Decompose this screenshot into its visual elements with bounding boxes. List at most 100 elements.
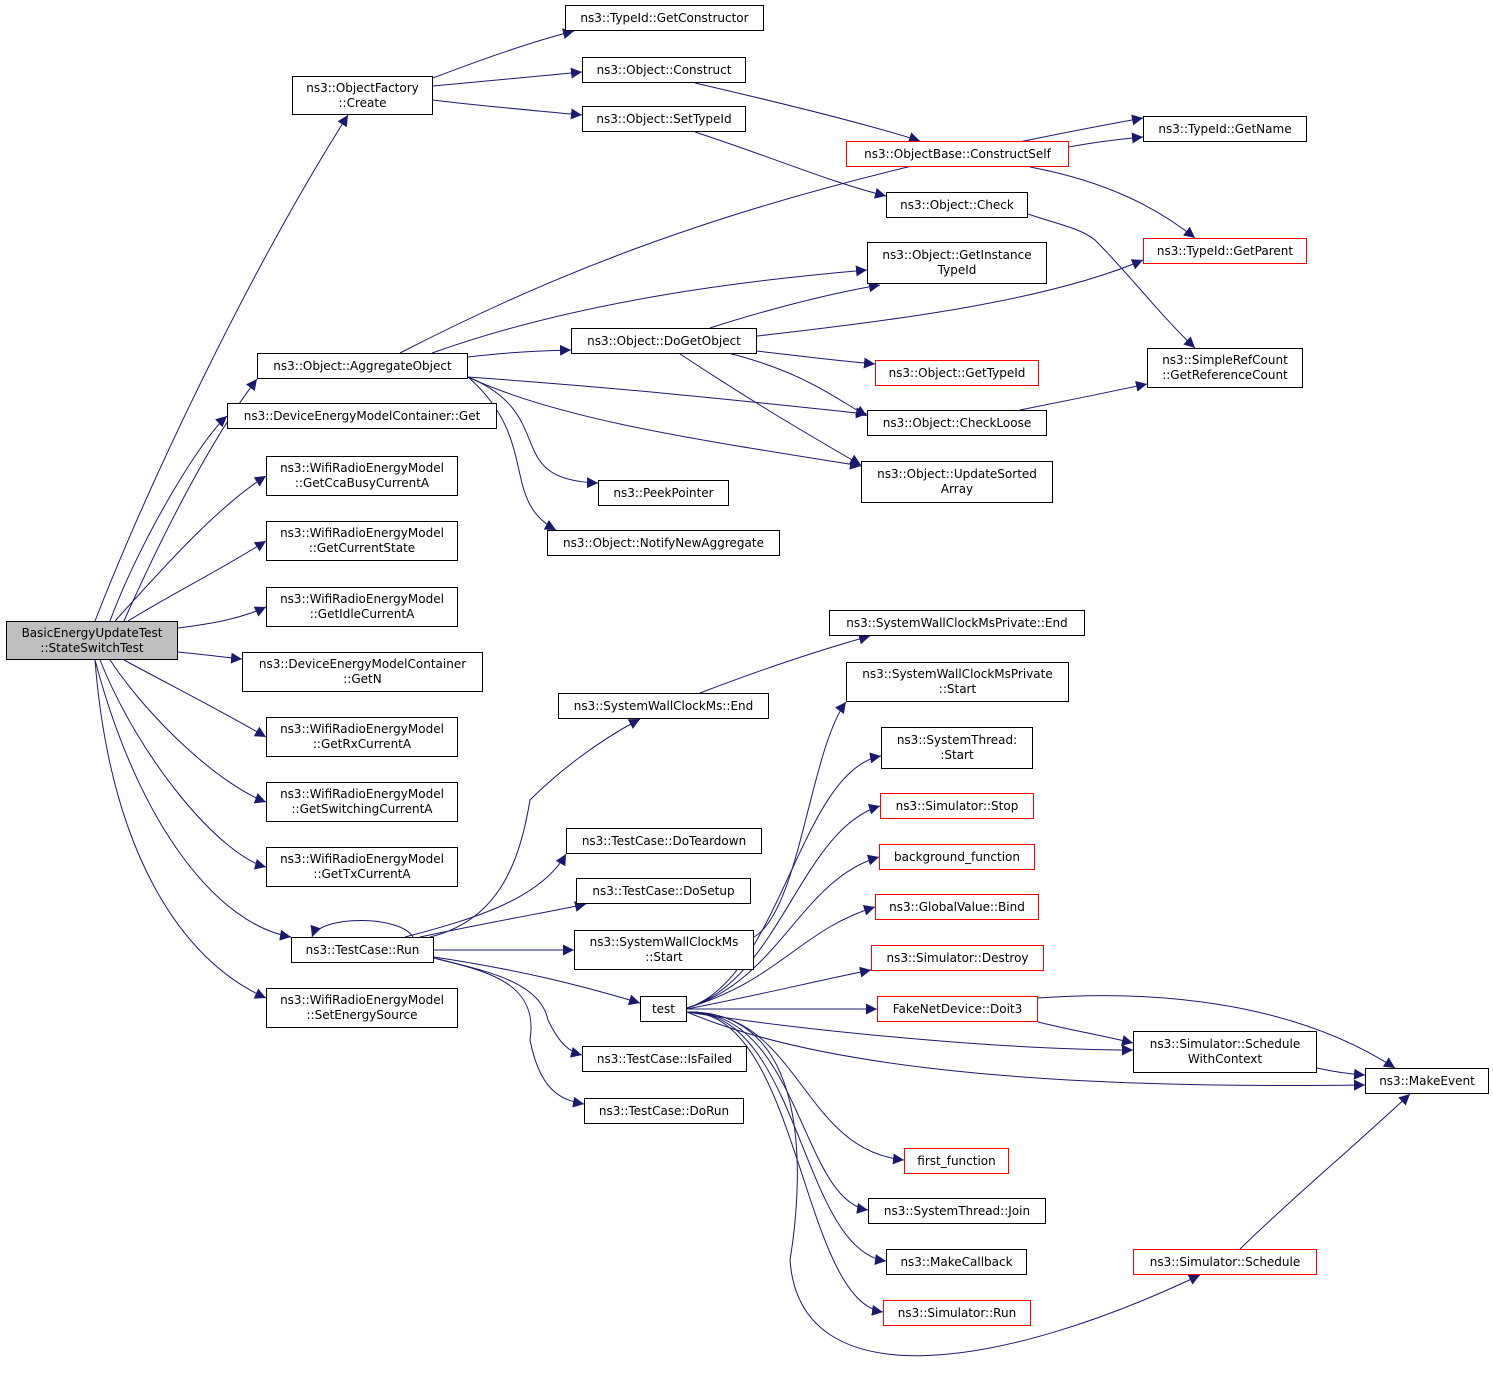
node-testcase-doteardown-label: ns3::TestCase::DoTeardown [581,833,747,848]
node-fakenetdevice-doit3-label: FakeNetDevice::Doit3 [892,1001,1023,1016]
node-object-checkloose[interactable]: ns3::Object::CheckLoose [867,410,1047,436]
node-peekpointer[interactable]: ns3::PeekPointer [598,480,729,506]
node-object-check[interactable]: ns3::Object::Check [886,192,1028,218]
node-systemwallclockms-start-line-1: ns3::SystemWallClockMs [589,935,739,949]
node-simulator-stop-label: ns3::Simulator::Stop [895,798,1019,813]
node-simulator-schedulewithcontext-line-1: ns3::Simulator::Schedule [1149,1037,1301,1051]
node-test-label: test [651,1001,676,1016]
call-edge-11 [94,659,292,941]
node-wifi-getccabusycurrenta[interactable]: ns3::WifiRadioEnergyModel ::GetCcaBusyCu… [266,456,458,496]
node-simplerefcount-getreferencecount[interactable]: ns3::SimpleRefCount ::GetReferenceCount [1147,348,1303,388]
node-systemthread-start[interactable]: ns3::SystemThread: :Start [881,727,1033,769]
node-simulator-destroy-label: ns3::Simulator::Destroy [886,950,1029,965]
node-test[interactable]: test [640,996,687,1022]
node-wifi-getswitchingcurrenta[interactable]: ns3::WifiRadioEnergyModel ::GetSwitching… [266,782,458,822]
node-simulator-stop[interactable]: ns3::Simulator::Stop [880,793,1034,819]
node-makeevent-label: ns3::MakeEvent [1379,1073,1475,1088]
call-edge-32 [679,353,862,466]
node-testcase-run[interactable]: ns3::TestCase::Run [291,937,434,963]
call-edge-5 [127,540,267,622]
node-first-function[interactable]: first_function [904,1148,1009,1174]
node-makecallback[interactable]: ns3::MakeCallback [886,1249,1027,1275]
call-edge-48 [686,966,872,1010]
node-systemwallclockms-start[interactable]: ns3::SystemWallClockMs ::Start [574,930,754,970]
node-object-gettypeid-label: ns3::Object::GetTypeId [888,365,1026,380]
node-devicecontainer-getn-line-2: ::GetN [343,672,382,686]
call-edge-51 [686,1011,1366,1091]
node-fakenetdevice-doit3[interactable]: FakeNetDevice::Doit3 [877,996,1038,1022]
call-edge-41 [429,718,641,938]
call-edge-55 [686,1011,884,1316]
node-objectbase-constructself-label: ns3::ObjectBase::ConstructSelf [864,146,1051,161]
node-testcase-dorun-label: ns3::TestCase::DoRun [598,1103,730,1118]
node-typeid-getparent[interactable]: ns3::TypeId::GetParent [1143,238,1307,264]
node-simulator-schedulewithcontext-line-2: WithContext [1187,1052,1263,1066]
node-typeid-getname[interactable]: ns3::TypeId::GetName [1143,116,1307,142]
node-testcase-dosetup[interactable]: ns3::TestCase::DoSetup [576,878,751,904]
call-edge-45 [686,803,881,1009]
call-edge-60 [1239,1093,1411,1250]
node-devicecontainer-getn[interactable]: ns3::DeviceEnergyModelContainer ::GetN [242,652,483,692]
call-edge-33 [1019,380,1148,411]
node-simulator-schedulewithcontext[interactable]: ns3::Simulator::Schedule WithContext [1133,1031,1317,1073]
call-edge-9 [109,659,267,804]
call-edge-38 [433,956,641,1006]
call-edge-22 [431,265,868,354]
node-wifi-gettxcurrenta[interactable]: ns3::WifiRadioEnergyModel ::GetTxCurrent… [266,847,458,887]
node-simulator-destroy[interactable]: ns3::Simulator::Destroy [871,945,1044,971]
node-swcprivate-end[interactable]: ns3::SystemWallClockMsPrivate::End [829,610,1085,636]
node-typeid-getname-label: ns3::TypeId::GetName [1158,121,1292,136]
node-wifi-getrxcurrenta-line-1: ns3::WifiRadioEnergyModel [280,722,444,736]
node-object-dogetobject[interactable]: ns3::Object::DoGetObject [571,328,757,354]
node-wifi-setenergysource[interactable]: ns3::WifiRadioEnergyModel ::SetEnergySou… [266,988,458,1028]
node-wifi-getcurrentstate[interactable]: ns3::WifiRadioEnergyModel ::GetCurrentSt… [266,521,458,561]
node-background-function-label: background_function [894,849,1020,864]
node-testcase-dorun[interactable]: ns3::TestCase::DoRun [584,1098,744,1124]
node-object-aggregateobject[interactable]: ns3::Object::AggregateObject [257,353,468,379]
call-edge-26 [467,376,599,489]
call-edge-4 [114,475,267,622]
node-typeid-getconstructor[interactable]: ns3::TypeId::GetConstructor [565,5,764,31]
node-object-updatesortedarray-line-1: ns3::Object::UpdateSorted [877,467,1037,481]
node-globalvalue-bind[interactable]: ns3::GlobalValue::Bind [875,894,1039,920]
call-edge-20 [1027,213,1196,349]
call-edge-27 [467,376,557,531]
call-edge-50 [686,1011,1134,1056]
node-testcase-doteardown[interactable]: ns3::TestCase::DoTeardown [566,828,762,854]
node-root-line-2: ::StateSwitchTest [40,640,144,655]
node-wifi-gettxcurrenta-line-2: ::GetTxCurrentA [313,867,411,881]
node-object-settypeid[interactable]: ns3::Object::SetTypeId [582,106,746,132]
node-wifi-setenergysource-line-1: ns3::WifiRadioEnergyModel [280,993,444,1007]
node-systemwallclockms-end-label: ns3::SystemWallClockMs::End [573,698,754,713]
call-edge-40 [433,957,585,1108]
node-object-getinstancetypeid[interactable]: ns3::Object::GetInstance TypeId [867,242,1047,284]
node-object-construct[interactable]: ns3::Object::Construct [582,57,746,83]
node-object-notifynewaggregate[interactable]: ns3::Object::NotifyNewAggregate [547,530,780,556]
node-devicecontainer-get[interactable]: ns3::DeviceEnergyModelContainer::Get [227,403,497,429]
call-edge-15 [432,99,583,120]
node-object-factory-create[interactable]: ns3::ObjectFactory ::Create [292,76,433,115]
call-edge-34 [310,920,414,938]
node-first-function-label: first_function [917,1153,996,1168]
node-makeevent[interactable]: ns3::MakeEvent [1365,1068,1489,1094]
node-wifi-getrxcurrenta[interactable]: ns3::WifiRadioEnergyModel ::GetRxCurrent… [266,717,458,757]
node-swcprivate-start[interactable]: ns3::SystemWallClockMsPrivate ::Start [846,662,1069,702]
node-simulator-run[interactable]: ns3::Simulator::Run [883,1300,1031,1326]
node-wifi-getidlecurrenta-line-1: ns3::WifiRadioEnergyModel [280,592,444,606]
node-systemthread-join[interactable]: ns3::SystemThread::Join [868,1198,1046,1224]
call-edge-1 [94,114,349,622]
node-wifi-getidlecurrenta-line-2: ::GetIdleCurrentA [309,607,415,621]
node-objectbase-constructself[interactable]: ns3::ObjectBase::ConstructSelf [846,141,1069,167]
node-object-gettypeid[interactable]: ns3::Object::GetTypeId [875,360,1039,386]
node-peekpointer-label: ns3::PeekPointer [613,485,714,500]
node-simulator-schedule[interactable]: ns3::Simulator::Schedule [1133,1249,1317,1275]
node-wifi-getswitchingcurrenta-line-1: ns3::WifiRadioEnergyModel [280,787,444,801]
node-testcase-isfailed[interactable]: ns3::TestCase::IsFailed [582,1046,747,1072]
call-edge-25 [467,376,862,470]
node-systemwallclockms-end[interactable]: ns3::SystemWallClockMs::End [558,693,769,719]
node-object-updatesortedarray[interactable]: ns3::Object::UpdateSorted Array [861,461,1053,503]
node-background-function[interactable]: background_function [879,844,1035,870]
node-systemwallclockms-start-line-2: ::Start [645,950,683,964]
node-wifi-getidlecurrenta[interactable]: ns3::WifiRadioEnergyModel ::GetIdleCurre… [266,587,458,627]
